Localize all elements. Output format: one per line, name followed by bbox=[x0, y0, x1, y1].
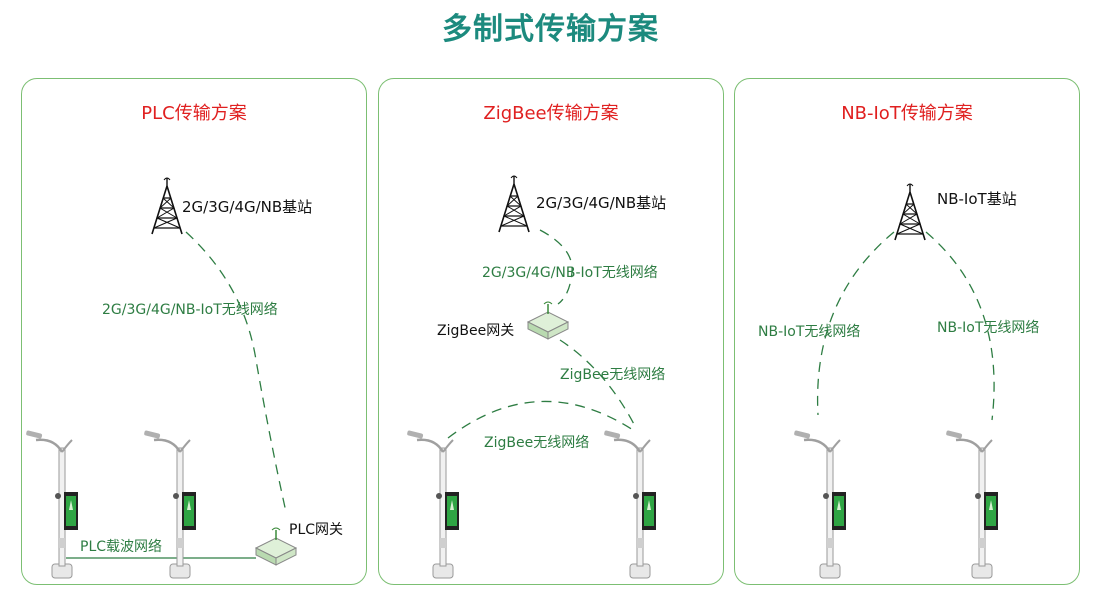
street-light-icon bbox=[24, 428, 80, 580]
plc-panel-title: PLC传输方案 bbox=[141, 103, 247, 124]
street-light-icon bbox=[602, 428, 658, 580]
zigbee-gateway-label: ZigBee网关 bbox=[437, 323, 515, 339]
zigbee-network-label-1: ZigBee无线网络 bbox=[560, 367, 666, 383]
street-light-icon bbox=[792, 428, 848, 580]
zigbee-link bbox=[447, 400, 637, 439]
cell-tower-icon bbox=[894, 183, 926, 241]
nbiot-left-label: NB-IoT无线网络 bbox=[758, 324, 861, 340]
page-title: 多制式传输方案 bbox=[442, 12, 659, 47]
plc-gateway-label: PLC网关 bbox=[289, 522, 344, 538]
nbiot-panel-title: NB-IoT传输方案 bbox=[841, 103, 973, 124]
cell-tower-icon bbox=[498, 175, 530, 233]
plc-station-label: 2G/3G/4G/NB基站 bbox=[182, 198, 313, 216]
zigbee-panel-title: ZigBee传输方案 bbox=[483, 103, 619, 124]
zigbee-network-label-2: ZigBee无线网络 bbox=[484, 435, 590, 451]
nbiot-panel: NB-IoT传输方案 bbox=[734, 78, 1080, 585]
wireless-link bbox=[539, 229, 573, 305]
zigbee-link bbox=[559, 339, 637, 429]
street-light-icon bbox=[405, 428, 461, 580]
nbiot-link bbox=[925, 231, 995, 421]
cell-tower-icon bbox=[151, 177, 183, 235]
plc-carrier-label: PLC载波网络 bbox=[80, 539, 163, 555]
zigbee-station-label: 2G/3G/4G/NB基站 bbox=[536, 194, 667, 212]
plc-wireless-label: 2G/3G/4G/NB-IoT无线网络 bbox=[102, 302, 278, 318]
zigbee-wireless-label: 2G/3G/4G/NB-IoT无线网络 bbox=[482, 265, 658, 281]
zigbee-panel: ZigBee传输方案 bbox=[378, 78, 724, 585]
street-light-icon bbox=[944, 428, 1000, 580]
nbiot-right-label: NB-IoT无线网络 bbox=[937, 320, 1040, 336]
nbiot-station-label: NB-IoT基站 bbox=[937, 190, 1017, 208]
wireless-link bbox=[185, 231, 287, 513]
nbiot-link bbox=[816, 231, 895, 416]
gateway-icon bbox=[527, 301, 569, 340]
